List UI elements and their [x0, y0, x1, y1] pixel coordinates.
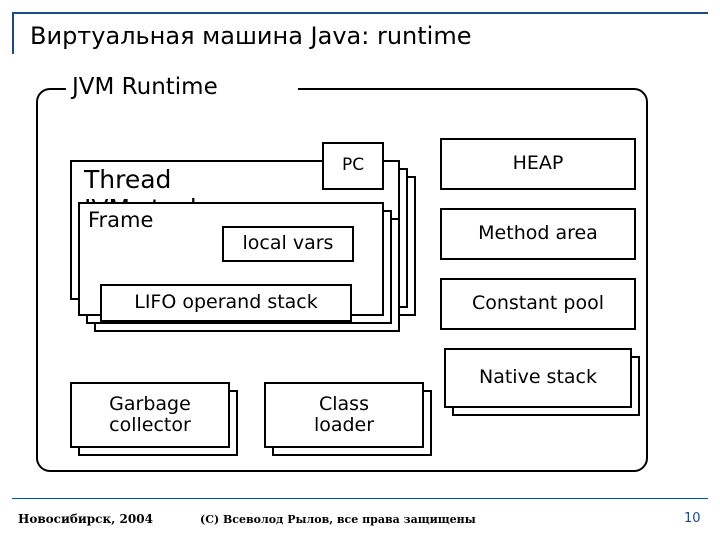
jvm-runtime-title-backdrop: [66, 78, 298, 100]
pc-register-box: PC: [322, 142, 384, 190]
jvm-runtime-group-box: [36, 88, 648, 472]
native-stack-box: Native stack: [444, 348, 632, 408]
constant-pool-box: Constant pool: [440, 278, 636, 330]
heap-box: HEAP: [440, 138, 636, 190]
method-area-box: Method area: [440, 208, 636, 260]
class-loader-line-2: loader: [313, 414, 375, 436]
garbage-collector-box: Garbage collector: [70, 382, 230, 448]
footer-copyright: (С) Всеволод Рылов, все права защищены: [200, 513, 476, 526]
garbage-collector-line-1: Garbage: [109, 392, 191, 415]
header-accent-left-rule: [12, 12, 14, 54]
local-vars-box: local vars: [222, 226, 354, 262]
frame-label: Frame: [88, 208, 154, 232]
footer-place: Новосибирск, 2004: [18, 512, 153, 526]
footer-accent-rule: [12, 498, 708, 499]
class-loader-box: Class loader: [264, 382, 424, 448]
lifo-operand-stack-box: LIFO operand stack: [100, 284, 352, 322]
garbage-collector-line-2: collector: [109, 414, 191, 436]
jvm-runtime-group-label: JVM Runtime: [72, 74, 218, 100]
jvm-runtime-diagram: JVM Runtime Thread JVM stack Frame local…: [0, 62, 720, 482]
page-title: Виртуальная машина Java: runtime: [30, 22, 472, 50]
thread-label-line-1: Thread: [84, 165, 172, 194]
footer-page-number: 10: [684, 511, 701, 526]
header-accent-rule: [12, 12, 708, 14]
class-loader-line-1: Class: [318, 392, 369, 415]
